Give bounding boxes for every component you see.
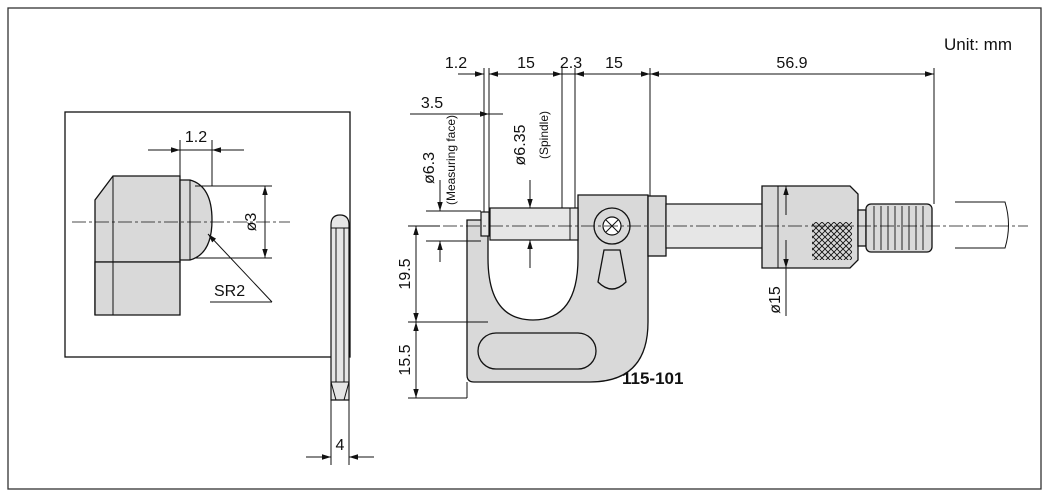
side-dim-thickness: 4 — [336, 437, 345, 454]
dim-top-2: 15 — [517, 55, 535, 72]
ratchet — [865, 203, 933, 253]
main-view: 1.2 15 2.3 15 56.9 3.5 ø6.3 (Measuring f… — [397, 55, 1028, 399]
anvil — [480, 211, 490, 237]
dim-top-3: 2.3 — [560, 55, 582, 72]
lock-lever — [597, 249, 627, 290]
dim-top-1: 1.2 — [445, 55, 467, 72]
top-dimensions: 1.2 15 2.3 15 56.9 — [445, 55, 935, 212]
dim-top-4: 15 — [605, 55, 623, 72]
detail-dim-width: 1.2 — [185, 129, 207, 146]
dim-anvil-offset: 3.5 — [421, 95, 443, 112]
dim-throat-depth: 19.5 — [397, 258, 414, 289]
detail-dome — [179, 179, 213, 261]
side-view: 4 — [306, 214, 374, 465]
pin-body — [330, 214, 350, 401]
dim-thimble: ø15 — [767, 286, 784, 314]
model-number: 115-101 — [622, 369, 683, 388]
thimble-knurl — [812, 222, 852, 260]
dim-measuring-face: ø6.3 — [421, 152, 438, 184]
detail-dim-diameter: ø3 — [243, 213, 260, 232]
dim-frame-bottom: 15.5 — [397, 344, 414, 375]
detail-anvil-lower — [94, 261, 181, 316]
dim-top-5: 56.9 — [776, 55, 807, 72]
dim-spindle: ø6.35 — [512, 124, 529, 165]
unit-label: Unit: mm — [944, 35, 1012, 54]
measuring-face-note: (Measuring face) — [444, 115, 458, 205]
outer-border — [7, 7, 1042, 490]
detail-view: 1.2 ø3 SR2 — [64, 111, 351, 358]
frame-window — [477, 332, 597, 370]
detail-dim-radius: SR2 — [214, 283, 245, 300]
spindle — [489, 207, 579, 241]
spindle-note: (Spindle) — [537, 111, 551, 159]
